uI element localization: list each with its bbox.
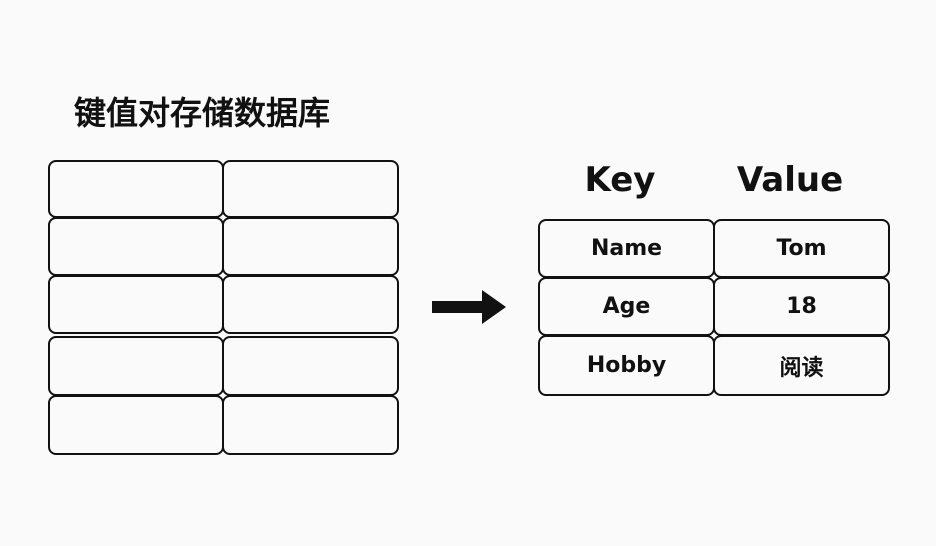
empty-cell [48, 275, 224, 334]
key-cell-age: Age [538, 277, 715, 336]
key-cell-hobby: Hobby [538, 335, 715, 396]
empty-cell [222, 336, 399, 396]
value-cell-hobby: 阅读 [713, 335, 890, 396]
value-cell-age: 18 [713, 277, 890, 336]
empty-cell [48, 217, 224, 276]
empty-cell [48, 395, 224, 455]
right-arrow-icon [432, 290, 506, 324]
empty-cell [222, 275, 399, 334]
empty-cell [222, 217, 399, 276]
empty-cell [48, 160, 224, 218]
key-header: Key [584, 160, 656, 200]
empty-cell [48, 336, 224, 396]
empty-cell [222, 395, 399, 455]
value-header: Value [736, 160, 844, 200]
key-cell-name: Name [538, 219, 715, 278]
diagram-title: 键值对存储数据库 [74, 94, 331, 132]
empty-cell [222, 160, 399, 218]
value-cell-name: Tom [713, 219, 890, 278]
